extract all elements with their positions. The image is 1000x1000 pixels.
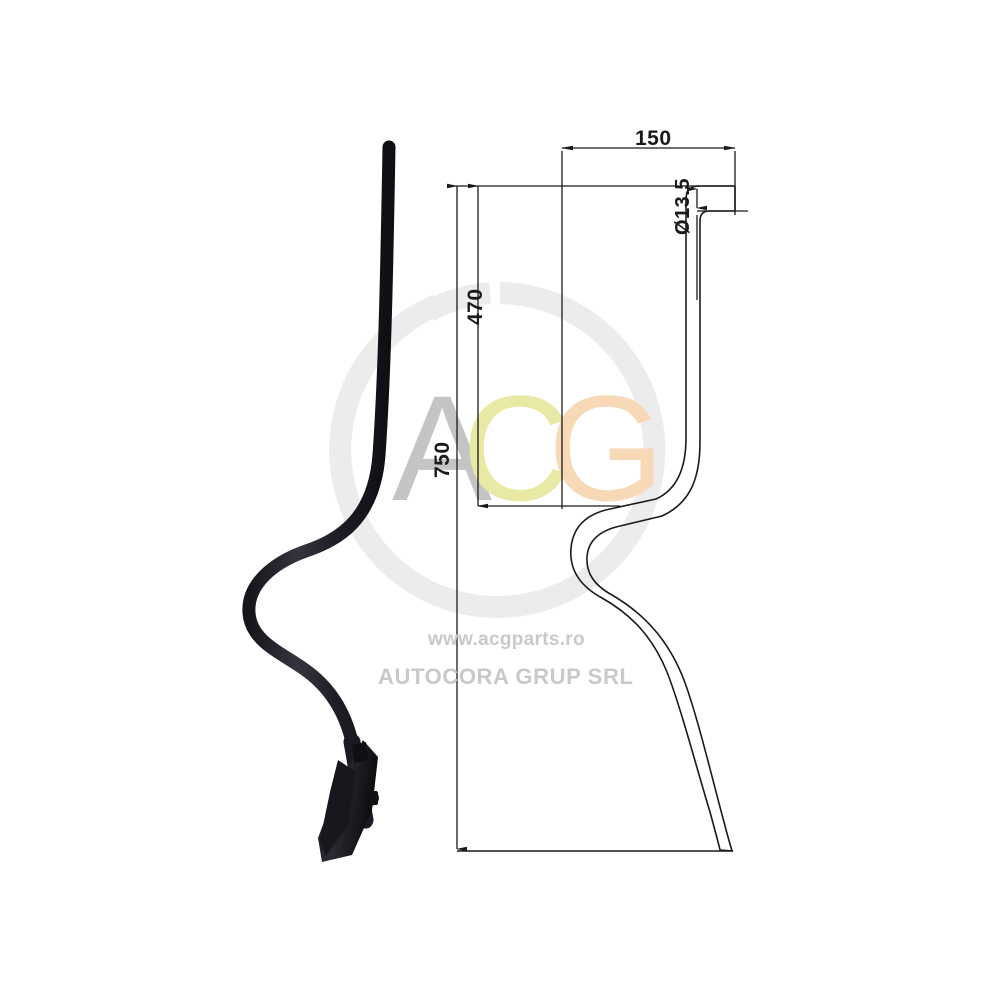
tine-outline bbox=[457, 185, 736, 852]
dimension-150 bbox=[561, 145, 736, 509]
watermark-letter-g: G bbox=[548, 364, 665, 532]
shovel-blade-face bbox=[320, 760, 356, 856]
dimension-470 bbox=[455, 183, 700, 509]
watermark-url: www.acgparts.ro bbox=[428, 629, 585, 650]
dimension-label-150: 150 bbox=[635, 127, 672, 150]
watermark-company: AUTOCORA GRUP SRL bbox=[378, 664, 634, 689]
tine-clamp bbox=[352, 742, 368, 763]
dimension-label-hole-diameter: Ø13.5 bbox=[672, 178, 694, 235]
dimension-hole-diameter bbox=[687, 185, 748, 300]
dimension-label-750: 750 bbox=[431, 441, 454, 478]
shovel-bolt-head bbox=[364, 791, 378, 805]
dimension-label-470: 470 bbox=[464, 288, 487, 325]
